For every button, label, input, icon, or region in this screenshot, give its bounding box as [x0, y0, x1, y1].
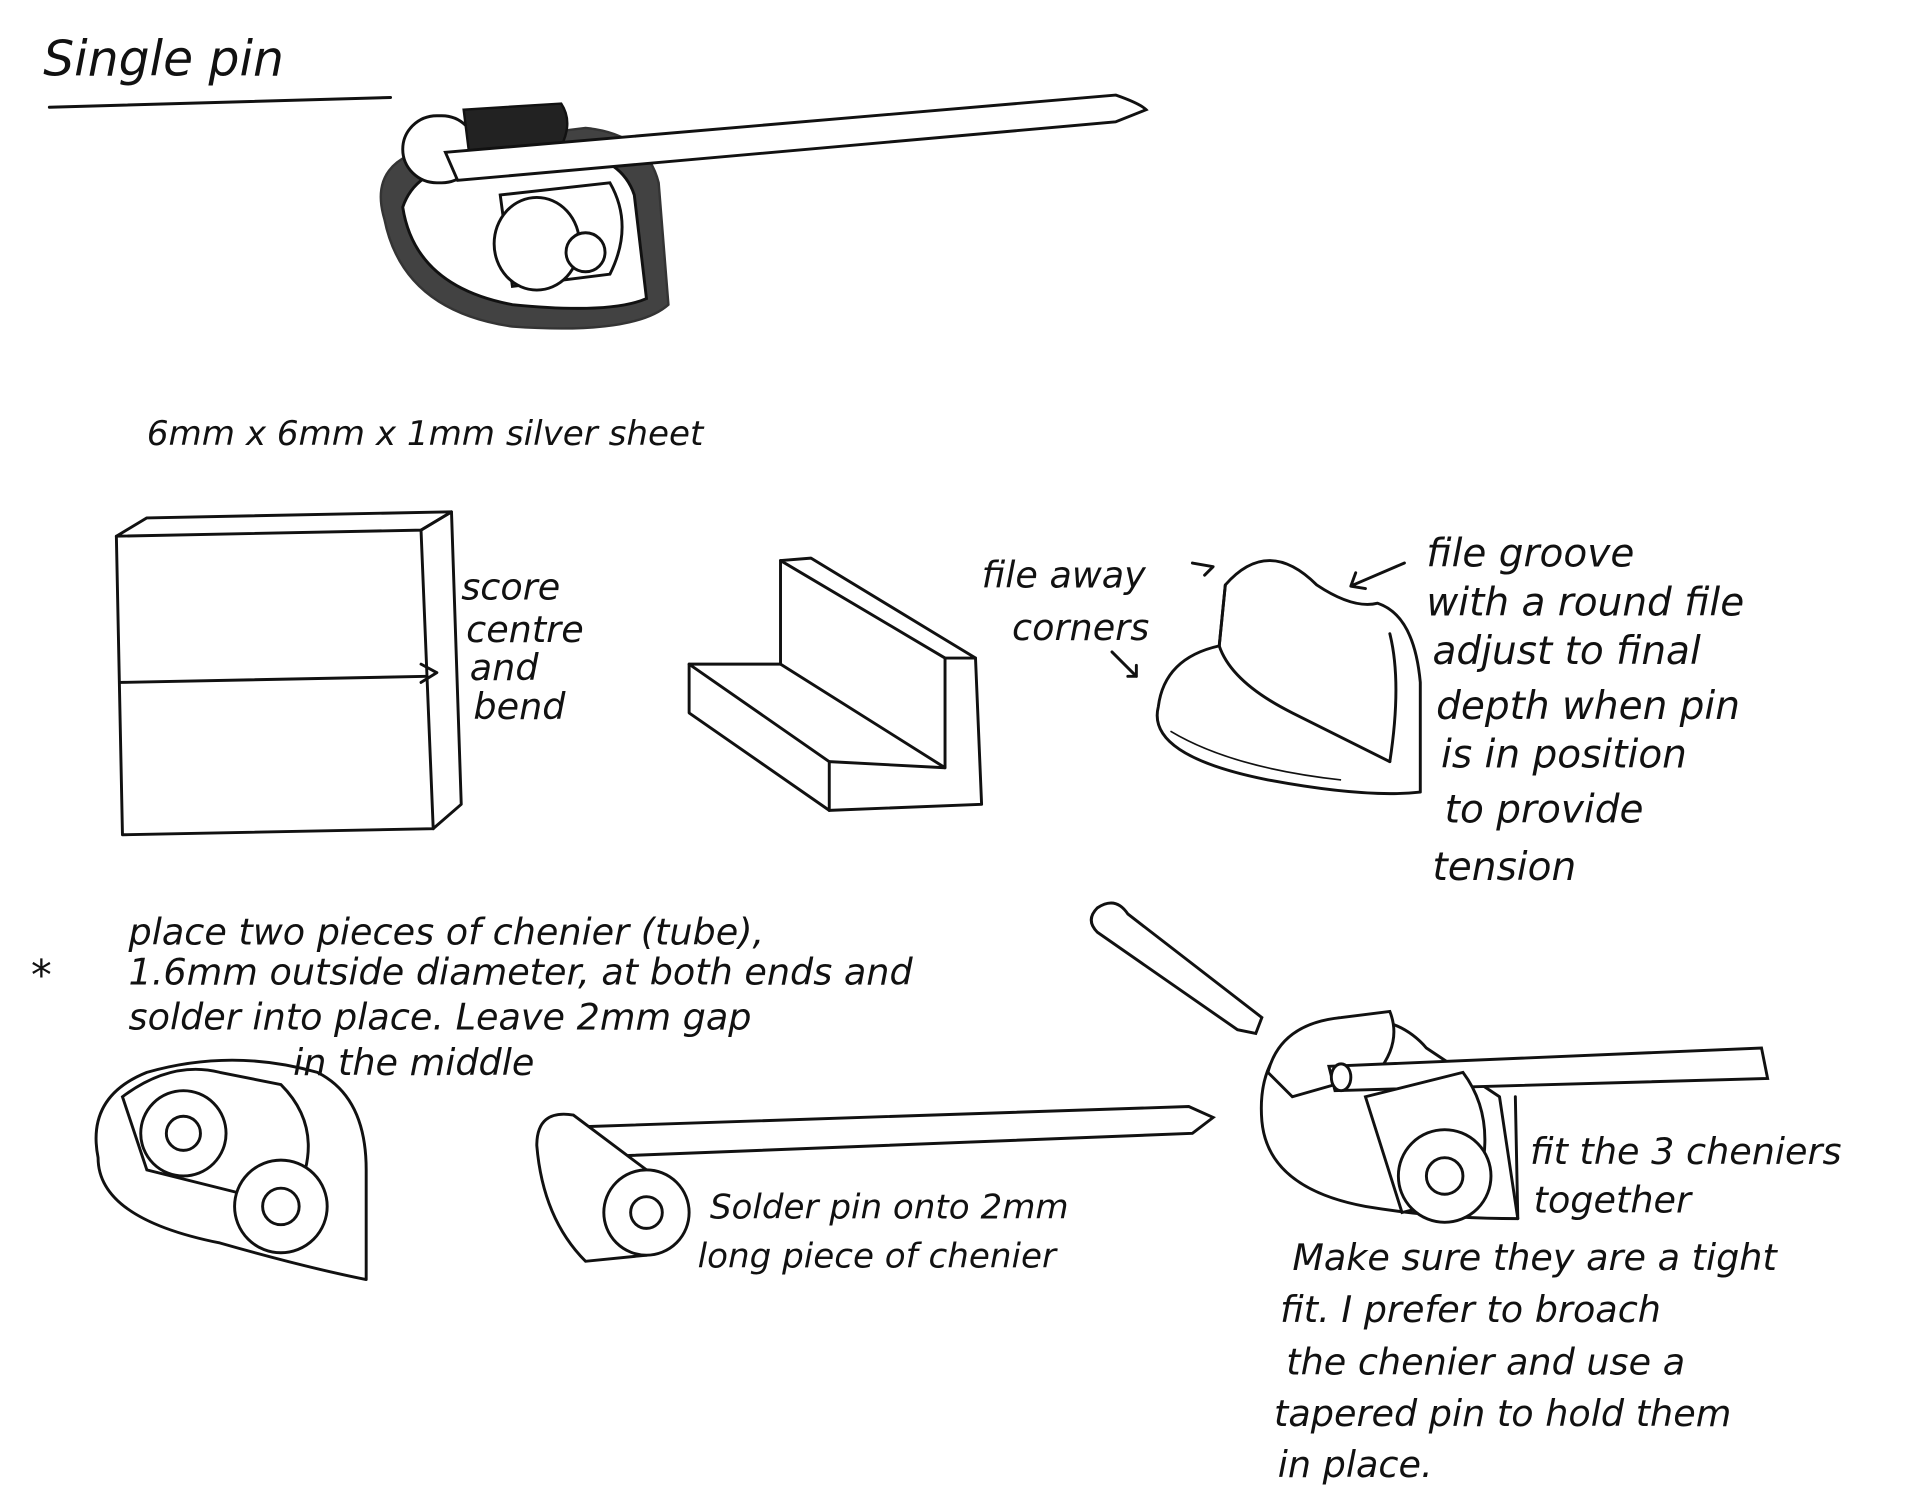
- two-cheniers-drawing: [94, 1058, 368, 1282]
- groove-note-line: adjust to final: [1432, 629, 1700, 674]
- score-note-line: bend: [473, 685, 566, 728]
- score-note-line: and: [470, 646, 540, 689]
- groove-note-line: file groove: [1426, 532, 1634, 577]
- file-corners-note-line: corners: [1012, 606, 1149, 649]
- tapered-pin-drawing: [1089, 901, 1264, 1036]
- groove-note-line: tension: [1432, 845, 1576, 890]
- filed-heart-piece-drawing: [1155, 559, 1422, 796]
- finished-pin-assembly-drawing: [379, 93, 1149, 330]
- solder-note-line: long piece of chenier: [698, 1236, 1058, 1276]
- bent-sheet-drawing: [687, 556, 984, 812]
- groove-note-line: to provide: [1445, 788, 1644, 833]
- fit-note: fit the 3 cheniers together: [1530, 1130, 1853, 1222]
- assembled-three-cheniers-drawing: [1259, 1009, 1770, 1224]
- score-note-line: score: [461, 566, 560, 609]
- asterisk-marker: *: [31, 952, 52, 1000]
- chenier-note-line: place two pieces of chenier (tube),: [128, 910, 765, 953]
- solder-note-line: Solder pin onto 2mm: [710, 1188, 1069, 1228]
- groove-note: file groove with a round file adjust to …: [1426, 532, 1756, 890]
- score-note-line: centre: [466, 608, 584, 651]
- arrow-icon: [1349, 561, 1406, 591]
- chenier-note-line: solder into place. Leave 2mm gap: [129, 996, 752, 1039]
- tight-fit-note-line: in place.: [1278, 1443, 1433, 1486]
- groove-note-line: with a round file: [1426, 580, 1744, 625]
- sheet-label: 6mm x 6mm x 1mm silver sheet: [147, 414, 705, 454]
- title: Single pin: [43, 32, 284, 88]
- pin-on-chenier-drawing: [535, 1105, 1216, 1263]
- title-underline: [47, 96, 393, 109]
- arrow-icon: [1110, 650, 1138, 678]
- chenier-note-line: in the middle: [293, 1041, 534, 1084]
- file-corners-note: file away corners: [982, 553, 1158, 648]
- groove-note-line: depth when pin: [1436, 684, 1740, 729]
- fit-note-line: fit the 3 cheniers: [1530, 1130, 1842, 1173]
- score-note: score centre and bend: [461, 566, 595, 728]
- arrow-icon: [1190, 561, 1215, 577]
- tight-fit-note-line: tapered pin to hold them: [1274, 1392, 1731, 1435]
- groove-note-line: is in position: [1441, 733, 1687, 778]
- tight-fit-note-line: fit. I prefer to broach: [1280, 1288, 1661, 1331]
- flat-sheet-drawing: [114, 510, 463, 837]
- file-corners-note-line: file away: [982, 553, 1148, 596]
- chenier-note-line: 1.6mm outside diameter, at both ends and: [129, 951, 914, 994]
- chenier-note: place two pieces of chenier (tube), 1.6m…: [128, 910, 925, 1083]
- tight-fit-note-line: Make sure they are a tight: [1292, 1236, 1778, 1279]
- fit-note-line: together: [1534, 1179, 1693, 1222]
- tight-fit-note-line: the chenier and use a: [1286, 1341, 1685, 1384]
- tight-fit-note: Make sure they are a tight fit. I prefer…: [1274, 1236, 1788, 1486]
- solder-note: Solder pin onto 2mm long piece of chenie…: [698, 1188, 1080, 1277]
